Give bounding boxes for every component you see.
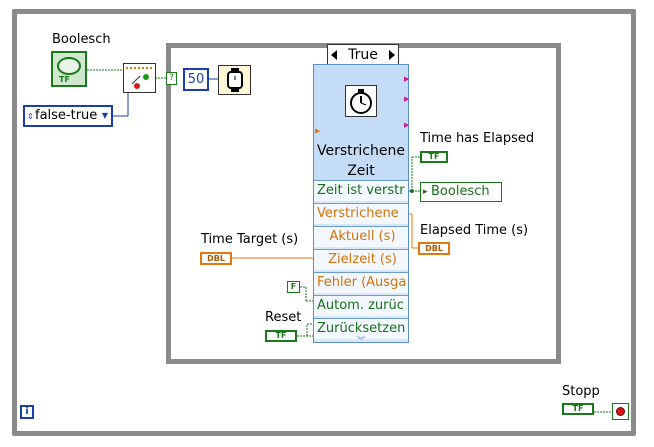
express-vi-title-1: Verstrichene xyxy=(317,143,405,159)
elapsed-time-express-vi[interactable]: Verstrichene Zeit ▶ ▶ ▶ ▶ Zeit ist verst… xyxy=(313,64,410,345)
vi-terminal-elapsed-time[interactable]: Verstrichene xyxy=(314,203,408,224)
time-target-terminal[interactable]: DBL xyxy=(200,252,232,265)
elapsed-time-terminal[interactable]: DBL xyxy=(418,242,450,255)
vi-terminal-present[interactable]: Aktuell (s) xyxy=(314,226,408,247)
reset-terminal[interactable]: TF xyxy=(265,330,297,342)
time-has-elapsed-terminal[interactable]: TF xyxy=(420,151,448,163)
iteration-terminal[interactable]: i xyxy=(20,405,34,419)
boolean-indicator-node[interactable]: ▸ Boolesch xyxy=(420,182,502,202)
express-vi-title-2: Zeit xyxy=(347,163,375,179)
wire-junction xyxy=(410,189,414,193)
stop-label: Stopp xyxy=(562,384,600,399)
ring-arrows-icon: ⇕ xyxy=(27,112,34,121)
increment-case-icon[interactable] xyxy=(389,50,395,60)
case-selector-terminal[interactable]: ? xyxy=(166,72,177,85)
terminal-marker-icon: ▶ xyxy=(315,127,321,135)
vi-terminal-target[interactable]: Zielzeit (s) xyxy=(314,249,408,270)
express-vi-header: Verstrichene Zeit ▶ ▶ ▶ ▶ xyxy=(314,65,410,180)
select-function-node[interactable] xyxy=(123,63,156,93)
vi-terminal-error[interactable]: Fehler (Ausga xyxy=(314,272,408,293)
boolean-control-tf: TF xyxy=(59,75,70,84)
stop-condition-icon xyxy=(616,407,625,416)
vi-terminal-reset[interactable]: Zurücksetzen xyxy=(314,318,408,339)
false-constant[interactable]: F xyxy=(287,281,300,293)
home-arrow-icon: ▸ xyxy=(423,187,428,197)
loop-condition-terminal[interactable] xyxy=(612,403,629,420)
wait-function-node[interactable] xyxy=(218,65,251,95)
time-target-label: Time Target (s) xyxy=(201,232,299,247)
terminal-marker-icon: ▶ xyxy=(404,75,410,83)
case-selector-value: True xyxy=(348,47,378,63)
stopwatch-icon xyxy=(345,85,377,117)
elapsed-time-label: Elapsed Time (s) xyxy=(420,223,529,238)
terminal-marker-icon: ▶ xyxy=(404,121,410,129)
stop-terminal[interactable]: TF xyxy=(562,403,594,415)
false-true-ring[interactable]: ⇕ false-true ▼ xyxy=(23,105,113,127)
vi-terminal-auto-reset[interactable]: Autom. zurüc xyxy=(314,295,408,316)
reset-label: Reset xyxy=(265,310,302,325)
ring-value: false-true xyxy=(35,108,98,123)
terminal-marker-icon: ▶ xyxy=(404,95,410,103)
time-has-elapsed-label: Time has Elapsed xyxy=(420,131,535,146)
chevron-down-icon[interactable]: ▼ xyxy=(101,111,108,120)
boolean-control-label: Boolesch xyxy=(52,32,111,47)
boolean-control[interactable]: TF xyxy=(51,51,87,87)
decrement-case-icon[interactable] xyxy=(331,50,337,60)
vi-terminal-time-has-elapsed[interactable]: Zeit ist verstr xyxy=(314,180,408,201)
boolean-indicator-label: Boolesch xyxy=(431,184,490,199)
wait-ms-constant[interactable]: 50 xyxy=(183,68,209,91)
select-function-icon xyxy=(126,67,153,89)
expand-chevron-icon[interactable]: ︾ xyxy=(357,336,365,345)
watch-icon xyxy=(227,68,243,92)
boolean-led-icon xyxy=(57,57,81,75)
